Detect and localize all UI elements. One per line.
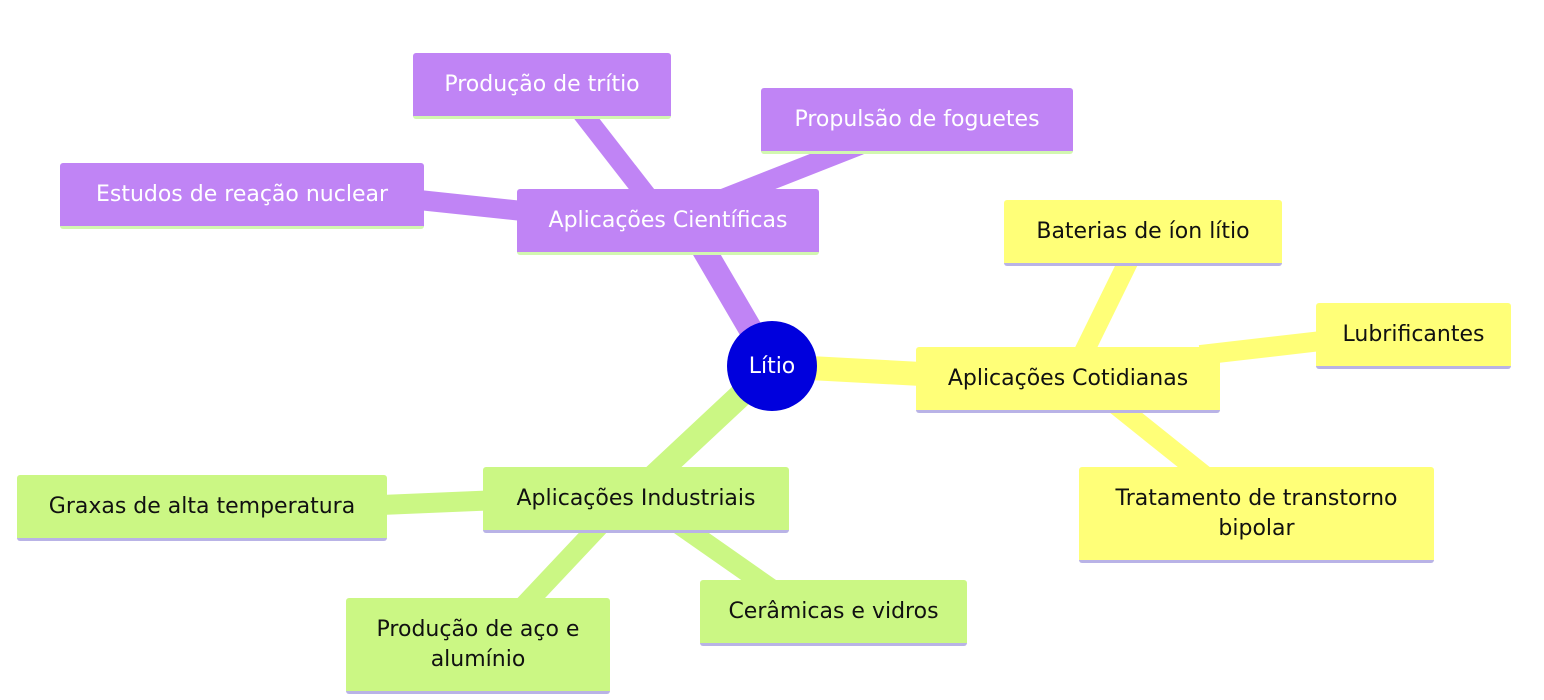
connector-everyday-bipolar bbox=[1103, 392, 1217, 488]
node-lithium-ion-batteries[interactable]: Baterias de íon lítio bbox=[1004, 200, 1282, 266]
node-industrial-applications[interactable]: Aplicações Industriais bbox=[483, 467, 789, 533]
connector-industrial-greases bbox=[379, 490, 501, 515]
node-everyday-applications[interactable]: Aplicações Cotidianas bbox=[916, 347, 1220, 413]
connector-industrial-steel bbox=[512, 518, 608, 617]
node-steel-aluminum-production[interactable]: Produção de aço e alumínio bbox=[346, 598, 610, 694]
node-nuclear-reaction-studies[interactable]: Estudos de reação nuclear bbox=[60, 163, 424, 229]
node-high-temperature-greases[interactable]: Graxas de alta temperatura bbox=[17, 475, 387, 541]
root-node-lithium[interactable]: Lítio bbox=[727, 321, 817, 411]
node-tritium-production[interactable]: Produção de trítio bbox=[413, 53, 671, 119]
connector-everyday-batteries bbox=[1071, 253, 1139, 365]
connector-scientific-tritium bbox=[572, 103, 658, 207]
node-rocket-propulsion[interactable]: Propulsão de foguetes bbox=[761, 88, 1073, 154]
node-lubricants[interactable]: Lubrificantes bbox=[1316, 303, 1511, 369]
node-bipolar-disorder-treatment[interactable]: Tratamento de transtorno bipolar bbox=[1079, 467, 1434, 563]
node-ceramics-glass[interactable]: Cerâmicas e vidros bbox=[700, 580, 967, 646]
node-scientific-applications[interactable]: Aplicações Científicas bbox=[517, 189, 819, 255]
connector-everyday-lubricants bbox=[1198, 330, 1332, 365]
